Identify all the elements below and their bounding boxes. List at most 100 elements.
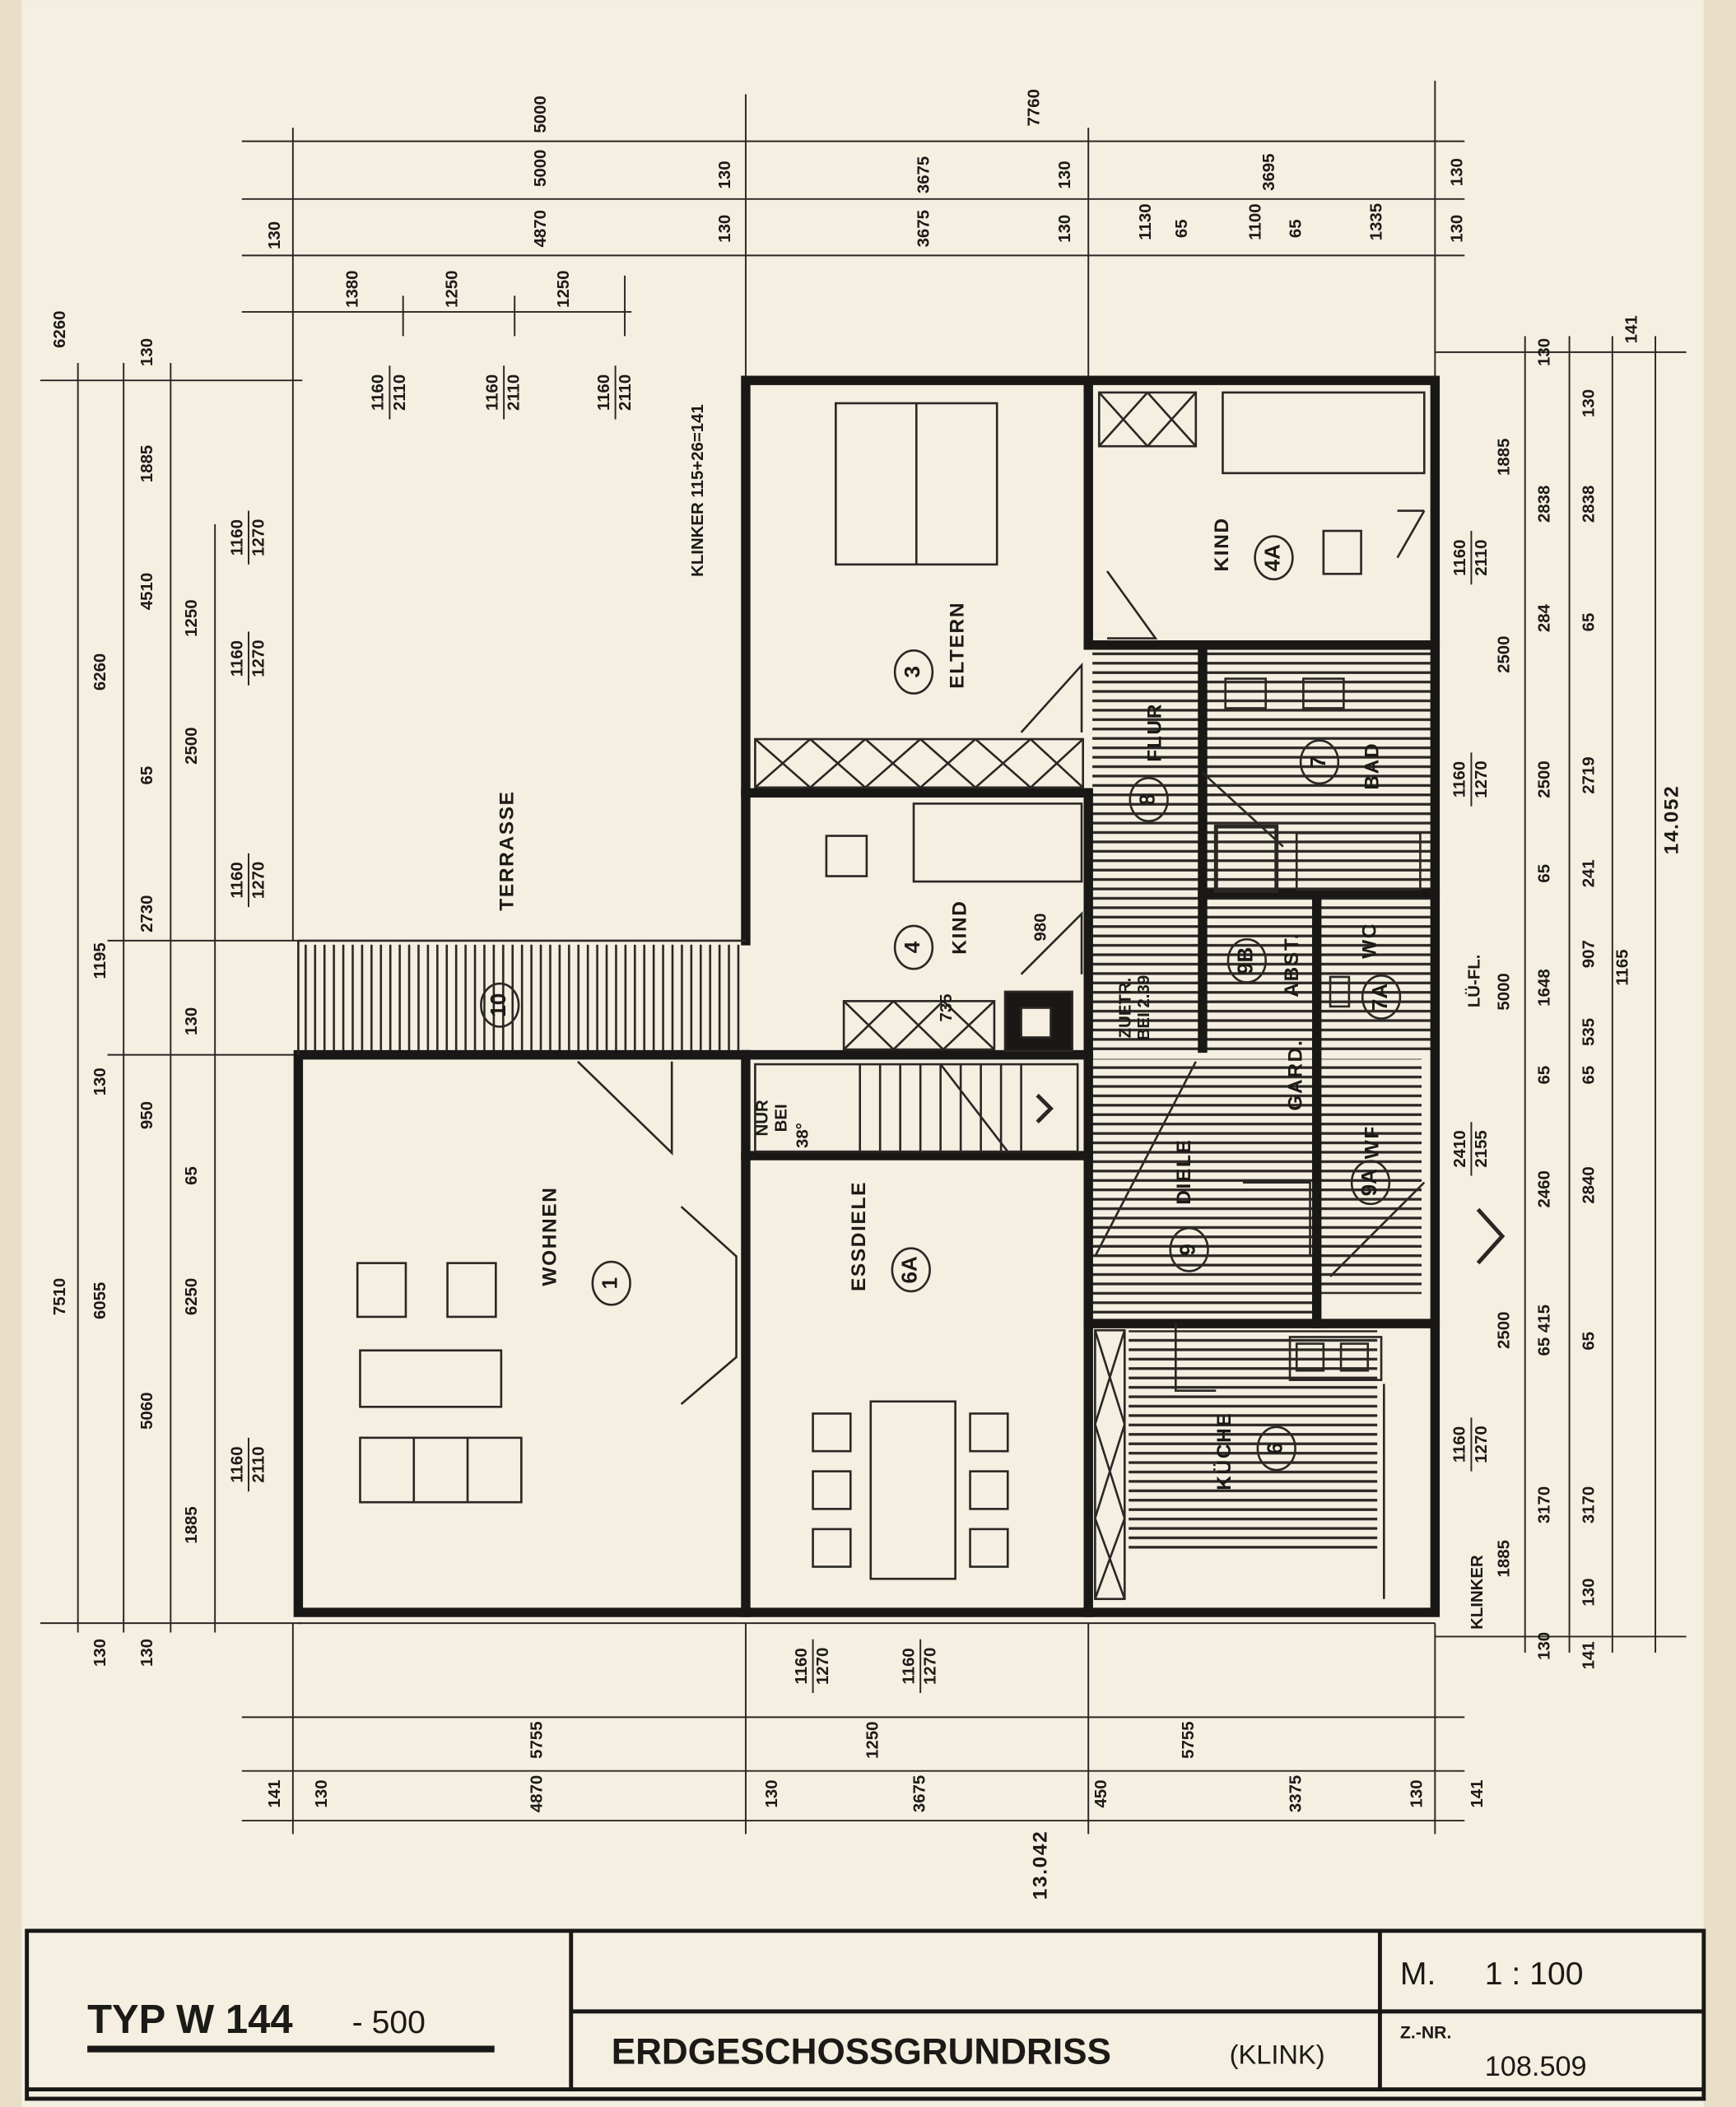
dimension-label: 2840 <box>1580 1166 1598 1203</box>
annotation-d980: 980 <box>1031 914 1050 942</box>
dimension-label: 3675 <box>911 1775 929 1812</box>
dimension-label: 6250 <box>183 1278 201 1315</box>
room-number: 7A <box>1367 984 1392 1012</box>
dimension-label: 1165 <box>1613 949 1631 985</box>
window-dimension-height: 1270 <box>249 519 268 556</box>
room-number: 4 <box>900 941 924 953</box>
window-dimension-height: 1270 <box>814 1648 832 1685</box>
dimension-label: 1335 <box>1368 203 1386 240</box>
drawing-number: 108.509 <box>1485 2051 1587 2082</box>
dining-table <box>869 1400 956 1580</box>
dimension-label: 5060 <box>138 1393 156 1430</box>
dimension-label: 7510 <box>51 1278 69 1315</box>
window-dimension-width: 1160 <box>1451 1426 1469 1463</box>
annotation-klinker-top: KLINKER 115+26=141 <box>689 404 707 577</box>
room-name: GARD. <box>1285 1040 1307 1111</box>
annotation-stair-note-2: BEI <box>772 1104 790 1132</box>
dimension-label: 1250 <box>183 599 201 636</box>
room-name: WC <box>1358 923 1380 959</box>
armchair <box>446 1262 497 1319</box>
window-dimension-height: 2110 <box>1473 540 1491 576</box>
dimension-label: 2838 <box>1536 486 1554 523</box>
window-dimension-width: 1160 <box>370 374 388 411</box>
dimension-lines <box>40 81 1687 1835</box>
dimension-label: 1885 <box>1496 1540 1514 1577</box>
dimension-label: 2500 <box>1496 636 1514 673</box>
room-number-circle <box>1256 1426 1296 1472</box>
dimension-label: 2500 <box>1496 1312 1514 1349</box>
dimension-label: 65 <box>1580 1332 1598 1351</box>
room-number-circle <box>480 982 520 1028</box>
annotation-overall-depth: 14.052 <box>1661 785 1683 855</box>
stove <box>1339 1342 1370 1372</box>
dimension-label: 65 <box>183 1166 201 1185</box>
dimension-label: 3695 <box>1260 153 1278 190</box>
room-number-circle <box>893 924 934 970</box>
dimension-label: 130 <box>313 1779 331 1807</box>
room-number-circle <box>891 1247 931 1293</box>
dimension-label: 4870 <box>528 1775 546 1812</box>
dimension-label: 65 <box>138 766 156 785</box>
window-dimension-height: 2110 <box>505 374 524 411</box>
dimension-label: 130 <box>1536 338 1554 366</box>
scale-value: 1 : 100 <box>1485 1956 1584 1992</box>
dimension-label: 2730 <box>138 895 156 933</box>
dimension-label: 1885 <box>138 445 156 482</box>
dimension-label: 65 <box>1173 219 1191 238</box>
toilet <box>1329 975 1351 1008</box>
bed <box>1222 391 1426 475</box>
doors <box>577 509 1506 1406</box>
room-number: 9B <box>1233 947 1258 974</box>
dimension-label: 65 <box>1287 219 1305 238</box>
dimension-label: 1380 <box>344 271 362 308</box>
floor-hatching <box>302 649 1431 1552</box>
window-dimension-height: 2155 <box>1473 1130 1491 1167</box>
dimension-label: 6260 <box>51 310 69 347</box>
dimension-label: 5755 <box>528 1721 546 1758</box>
armchair <box>356 1262 407 1319</box>
dimension-label: 130 <box>1448 215 1466 243</box>
room-number-circle <box>893 649 934 695</box>
window-dimension-height: 2110 <box>391 374 409 411</box>
room-name: TERRASSE <box>496 790 518 910</box>
room-number-circle <box>1169 1226 1209 1272</box>
wardrobes <box>754 391 1198 1601</box>
dimension-label: 950 <box>138 1101 156 1129</box>
annotation-access-note-2: BEI 2.39 <box>1135 975 1153 1040</box>
dimension-label: 241 <box>1580 859 1598 887</box>
drawing-title-suffix: (KLINK) <box>1230 2040 1325 2070</box>
window-dimension-width: 1160 <box>793 1648 811 1684</box>
window-dimension-width: 1160 <box>900 1648 918 1684</box>
window-dimension-width: 1160 <box>1451 761 1469 798</box>
window-dimension-height: 1270 <box>1473 1426 1491 1463</box>
window-dimension-width: 1160 <box>228 1446 246 1482</box>
room-name: DIELE <box>1173 1139 1195 1205</box>
room-number: 3 <box>900 666 924 678</box>
room-number-circle <box>1361 974 1402 1020</box>
dimension-label: 5000 <box>532 95 550 133</box>
dimension-label: 130 <box>183 1007 201 1035</box>
staircase <box>754 1063 1079 1153</box>
room-number: 7 <box>1305 756 1330 769</box>
dimension-label: 450 <box>1092 1779 1110 1807</box>
dimension-label: 2838 <box>1580 486 1598 523</box>
dimension-label: 535 <box>1580 1018 1598 1046</box>
window-dimension-height: 1270 <box>1473 760 1491 798</box>
room-number: 6A <box>897 1256 922 1284</box>
furniture <box>356 391 1426 1599</box>
dimension-label: 141 <box>1580 1641 1598 1669</box>
coffee-table <box>359 1349 503 1408</box>
dimension-label: 1250 <box>863 1721 882 1758</box>
dimension-label: 130 <box>716 160 734 188</box>
dimension-label: 5755 <box>1180 1721 1198 1758</box>
room-name: KIND <box>949 900 971 954</box>
dimension-label: 5000 <box>532 150 550 187</box>
dimension-label: 2500 <box>1536 760 1554 798</box>
dimension-label: 1195 <box>91 942 109 979</box>
dimension-label: 130 <box>138 338 156 366</box>
dimension-label: 6055 <box>91 1282 109 1319</box>
dimension-label: 3170 <box>1536 1486 1554 1523</box>
window-dimension-height: 1270 <box>249 862 268 899</box>
type-suffix: - 500 <box>352 2005 426 2040</box>
